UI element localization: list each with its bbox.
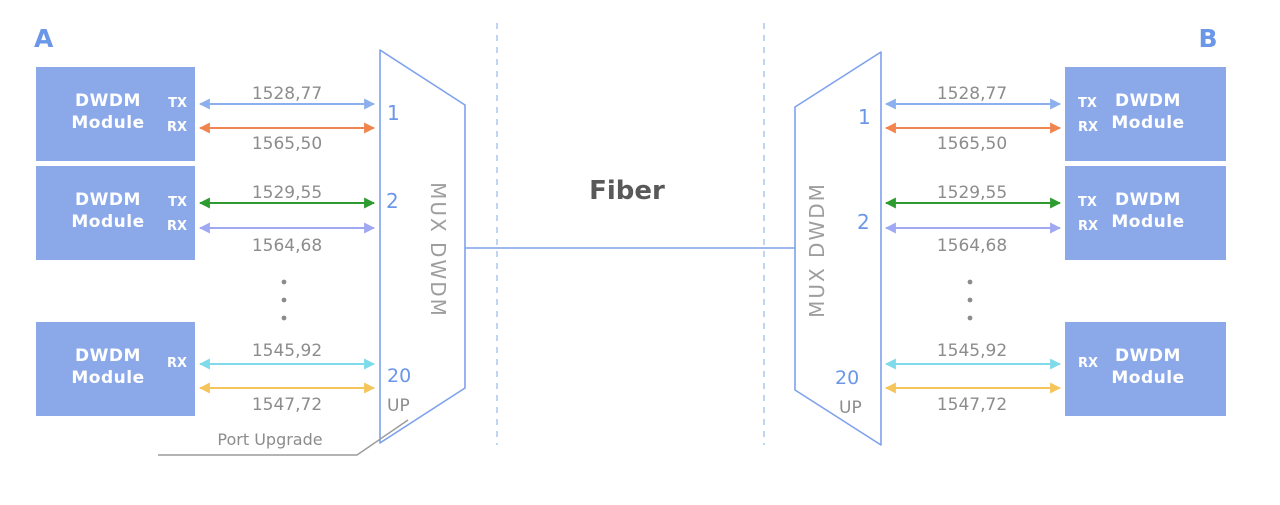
- tx-port-label: TX: [168, 195, 187, 210]
- site-a-label: A: [34, 24, 54, 53]
- module-name: DWDM Module: [1088, 345, 1208, 389]
- module-name: DWDM Module: [48, 189, 168, 233]
- fiber-label: Fiber: [589, 176, 665, 206]
- module-name-line2: Module: [1111, 113, 1185, 133]
- module-name-line2: Module: [71, 368, 145, 388]
- module-name-line1: DWDM: [1115, 346, 1181, 366]
- dwdm-module-a2: DWDM Module TX RX: [36, 166, 195, 260]
- dwdm-module-a20: DWDM Module RX: [36, 322, 195, 416]
- module-name-line2: Module: [1111, 212, 1185, 232]
- wavelength-a-1547: 1547,72: [251, 395, 323, 415]
- module-name-line1: DWDM: [75, 346, 141, 366]
- mux-a-up-port-label: UP: [387, 396, 410, 416]
- mux-a-port-2: 2: [386, 189, 399, 213]
- wavelength-a-1545: 1545,92: [251, 341, 323, 361]
- mux-a-shape: [379, 49, 466, 444]
- mux-b-port-2: 2: [857, 210, 870, 234]
- wavelength-b-1529: 1529,55: [936, 183, 1008, 203]
- module-name-line2: Module: [1111, 368, 1185, 388]
- dwdm-module-b1: DWDM Module TX RX: [1065, 67, 1226, 161]
- module-name: DWDM Module: [1088, 189, 1208, 233]
- rx-port-label: RX: [166, 356, 187, 371]
- site-b-label: B: [1198, 24, 1218, 53]
- wavelength-b-1564: 1564,68: [936, 236, 1008, 256]
- module-name: DWDM Module: [1088, 90, 1208, 134]
- module-name-line1: DWDM: [1115, 91, 1181, 111]
- dwdm-module-a1: DWDM Module TX RX: [36, 67, 195, 161]
- mux-b-shape: [794, 51, 882, 446]
- tx-port-label: TX: [1078, 96, 1097, 111]
- mux-a-port-20: 20: [387, 365, 412, 387]
- mux-b-port-1: 1: [858, 105, 871, 129]
- rx-port-label: RX: [1078, 120, 1099, 135]
- wavelength-a-1564: 1564,68: [251, 236, 323, 256]
- wavelength-a-1565: 1565,50: [251, 134, 323, 154]
- rx-port-label: RX: [1078, 356, 1099, 371]
- ellipsis-dots-right: [967, 279, 973, 321]
- wavelength-b-1545: 1545,92: [936, 341, 1008, 361]
- rx-port-label: RX: [166, 219, 187, 234]
- rx-port-label: RX: [166, 120, 187, 135]
- mux-a-port-1: 1: [387, 101, 400, 125]
- module-name-line1: DWDM: [75, 190, 141, 210]
- wavelength-a-1529: 1529,55: [251, 183, 323, 203]
- module-name-line1: DWDM: [1115, 190, 1181, 210]
- mux-b-title: MUX DWDM: [805, 182, 829, 318]
- port-upgrade-leader-line: [158, 419, 409, 456]
- module-name: DWDM Module: [48, 90, 168, 134]
- module-name-line1: DWDM: [75, 91, 141, 111]
- mux-a-title: MUX DWDM: [426, 182, 450, 318]
- tx-port-label: TX: [168, 96, 187, 111]
- module-name: DWDM Module: [48, 345, 168, 389]
- mux-b-port-20: 20: [835, 367, 860, 389]
- mux-b-up-port-label: UP: [839, 398, 862, 418]
- rx-port-label: RX: [1078, 219, 1099, 234]
- wavelength-a-1528: 1528,77: [251, 84, 323, 104]
- wavelength-b-1565: 1565,50: [936, 134, 1008, 154]
- dwdm-module-b2: DWDM Module TX RX: [1065, 166, 1226, 260]
- tx-port-label: TX: [1078, 195, 1097, 210]
- port-upgrade-label: Port Upgrade: [217, 430, 323, 449]
- wavelength-b-1528: 1528,77: [936, 84, 1008, 104]
- module-name-line2: Module: [71, 212, 145, 232]
- wavelength-b-1547: 1547,72: [936, 395, 1008, 415]
- dwdm-module-b20: DWDM Module RX: [1065, 322, 1226, 416]
- ellipsis-dots-left: [281, 279, 287, 321]
- module-name-line2: Module: [71, 113, 145, 133]
